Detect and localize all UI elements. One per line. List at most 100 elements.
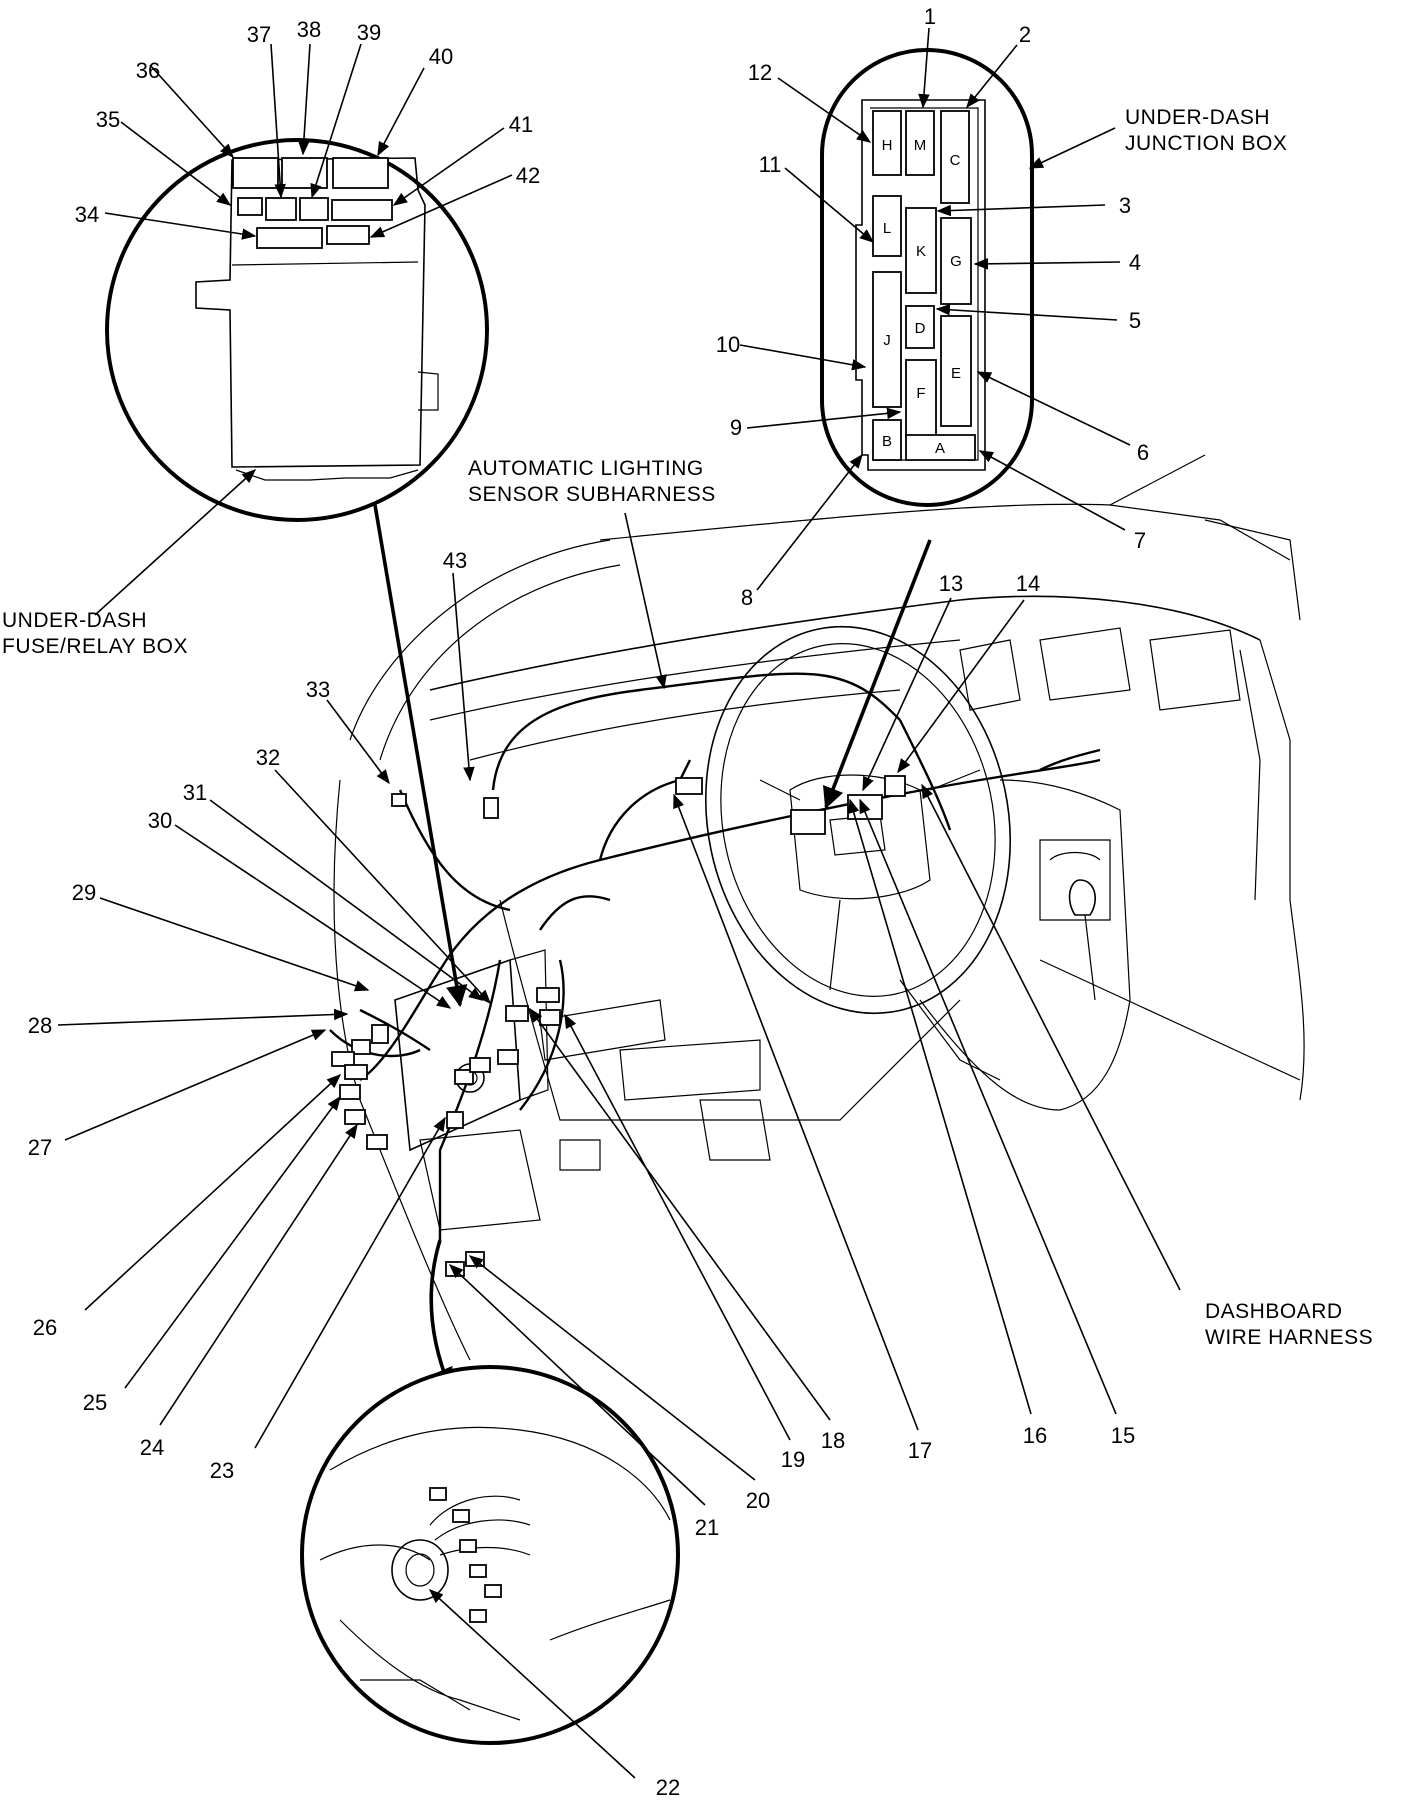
slot-G-box [940, 217, 972, 305]
connector-29 [371, 1024, 389, 1044]
connector-junction [790, 809, 826, 835]
callout-43: 43 [443, 548, 467, 573]
fuse-box-pointer [373, 504, 468, 1008]
slot-H: H [882, 137, 893, 154]
slot-C: C [950, 152, 961, 169]
connectors [331, 775, 906, 1277]
callout-31: 31 [183, 780, 207, 805]
callout-28: 28 [28, 1013, 52, 1038]
dashboard-harness-caption-2: WIRE HARNESS [1205, 1326, 1373, 1349]
callout-14: 14 [1016, 571, 1040, 596]
callout-4: 4 [1129, 250, 1141, 275]
callout-40: 40 [429, 44, 453, 69]
slot-K: K [916, 243, 926, 260]
ignition-zoom [300, 1365, 680, 1745]
callout-23: 23 [210, 1458, 234, 1483]
fuse-box-caption-2: FUSE/RELAY BOX [2, 635, 188, 658]
slot-C-box [940, 110, 970, 204]
callout-32: 32 [256, 745, 280, 770]
slot-B-box [872, 419, 902, 461]
connector-27 [331, 1051, 355, 1067]
junction-box-caption-2: JUNCTION BOX [1125, 132, 1287, 155]
callout-20: 20 [746, 1488, 770, 1513]
callout-9: 9 [730, 415, 742, 440]
connector-23 [366, 1134, 388, 1150]
slot-E-box [940, 315, 972, 427]
connector-25 [339, 1084, 361, 1100]
callout-12: 12 [748, 60, 772, 85]
callout-24: 24 [140, 1435, 164, 1460]
callout-1: 1 [924, 4, 936, 29]
lighting-sensor-caption-2: SENSOR SUBHARNESS [468, 483, 716, 506]
slot-A: A [935, 440, 945, 457]
connector-26 [344, 1064, 368, 1080]
callout-3: 3 [1119, 193, 1131, 218]
callout-10: 10 [716, 332, 740, 357]
slot-L-box [872, 195, 902, 257]
callout-29: 29 [72, 880, 96, 905]
slot-D: D [915, 320, 926, 337]
callout-33: 33 [306, 677, 330, 702]
slot-L: L [883, 220, 891, 237]
fuse-box-zoom [105, 138, 489, 522]
connector-23b [446, 1111, 464, 1129]
connector-24 [344, 1109, 366, 1125]
slot-E: E [951, 365, 961, 382]
callout-35: 35 [96, 107, 120, 132]
connector-13 [847, 794, 883, 820]
callout-numbers: 1 2 3 4 5 6 7 8 9 10 11 12 13 14 15 16 1… [28, 4, 1149, 1800]
connector-18 [505, 1005, 529, 1022]
connector-31 [469, 1057, 491, 1073]
callout-2: 2 [1019, 22, 1031, 47]
callout-21: 21 [695, 1515, 719, 1540]
callout-38: 38 [297, 17, 321, 42]
wire-harness [329, 672, 1101, 1240]
callout-34: 34 [75, 202, 99, 227]
callout-18: 18 [821, 1428, 845, 1453]
slot-H-box [872, 110, 902, 176]
slot-G: G [950, 253, 962, 270]
slot-F: F [916, 385, 925, 402]
callout-15: 15 [1111, 1423, 1135, 1448]
callout-13: 13 [939, 571, 963, 596]
captions: UNDER-DASH JUNCTION BOX UNDER-DASH FUSE/… [2, 106, 1373, 1349]
callout-5: 5 [1129, 308, 1141, 333]
dashboard-harness-caption-1: DASHBOARD [1205, 1300, 1343, 1323]
connector-17 [675, 777, 703, 795]
callout-19: 19 [781, 1447, 805, 1472]
leader-lines [57, 27, 1181, 1779]
connector-30 [454, 1069, 474, 1085]
callout-42: 42 [516, 163, 540, 188]
callout-26: 26 [33, 1315, 57, 1340]
callout-25: 25 [83, 1390, 107, 1415]
callout-27: 27 [28, 1135, 52, 1160]
callout-6: 6 [1137, 440, 1149, 465]
connector-43 [483, 797, 499, 819]
callout-37: 37 [247, 22, 271, 47]
callout-39: 39 [357, 20, 381, 45]
slot-K-box [905, 207, 937, 294]
junction-box-zoom: H M C L K G J D E F B A [820, 48, 1034, 507]
callout-16: 16 [1023, 1423, 1047, 1448]
callout-22: 22 [656, 1775, 680, 1800]
dashboard-illustration [333, 454, 1305, 1361]
connector-32 [497, 1049, 519, 1065]
fuse-box-caption-1: UNDER-DASH [2, 609, 147, 632]
slot-M-box [905, 110, 935, 176]
connector-14 [884, 775, 906, 797]
slot-F-box [905, 359, 937, 437]
slot-B: B [882, 433, 892, 450]
lighting-sensor-caption-1: AUTOMATIC LIGHTING [468, 457, 704, 480]
callout-41: 41 [509, 112, 533, 137]
junction-box-caption-1: UNDER-DASH [1125, 106, 1270, 129]
callout-8: 8 [741, 585, 753, 610]
slot-M: M [914, 137, 927, 154]
connector-19 [539, 1009, 561, 1026]
callout-30: 30 [148, 808, 172, 833]
callout-17: 17 [908, 1438, 932, 1463]
junction-box-pointer [822, 539, 932, 810]
connector-28 [351, 1039, 371, 1055]
callout-11: 11 [759, 152, 782, 177]
connector-18b [536, 987, 560, 1003]
